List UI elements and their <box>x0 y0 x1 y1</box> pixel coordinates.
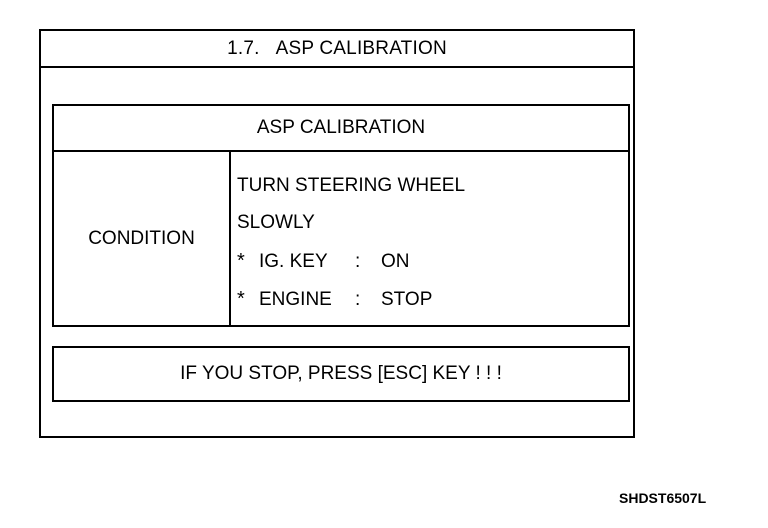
instruction-line-2: SLOWLY <box>237 212 315 233</box>
check-separator: : <box>355 251 361 272</box>
calibration-screen: 1.7. ASP CALIBRATION <box>39 29 635 438</box>
screen-title: ASP CALIBRATION <box>275 37 447 59</box>
figure-code: SHDST6507L <box>619 490 707 506</box>
asterisk-icon: * <box>237 250 245 272</box>
check-value: STOP <box>381 289 433 310</box>
check-label: IG. KEY <box>259 251 328 272</box>
escape-instruction-message: IF YOU STOP, PRESS [ESC] KEY ! ! ! <box>52 346 630 402</box>
check-label: ENGINE <box>259 289 332 310</box>
table-title: ASP CALIBRATION <box>54 106 628 152</box>
screen-title-bar: 1.7. ASP CALIBRATION <box>41 31 633 68</box>
screen-number: 1.7. <box>227 37 260 59</box>
asterisk-icon: * <box>237 288 245 310</box>
check-engine: * ENGINE: STOP <box>237 288 432 311</box>
instruction-line-1: TURN STEERING WHEEL <box>237 175 466 196</box>
condition-details: TURN STEERING WHEEL SLOWLY * IG. KEY: ON *… <box>231 152 628 325</box>
condition-label: CONDITION <box>54 152 231 325</box>
check-separator: : <box>355 289 361 310</box>
check-value: ON <box>381 251 410 272</box>
check-ig-key: * IG. KEY: ON <box>237 250 410 273</box>
calibration-condition-table: ASP CALIBRATION CONDITION TURN STEERING … <box>52 104 630 327</box>
